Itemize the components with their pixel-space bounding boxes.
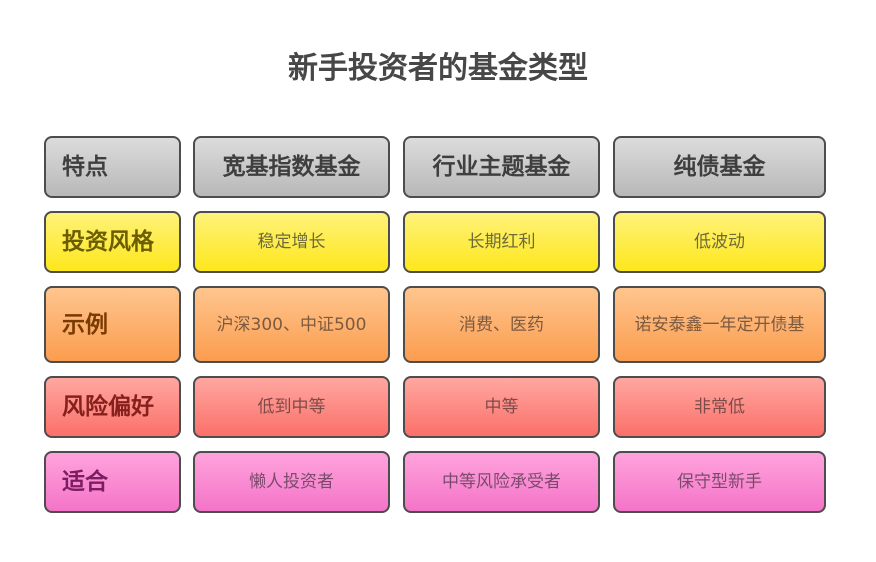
cell-risk-preference-sector-theme: 中等: [403, 376, 600, 438]
cell-investment-style-pure-bond: 低波动: [613, 211, 826, 273]
row-label-investment-style: 投资风格: [44, 211, 181, 273]
cell-investment-style-sector-theme: 长期红利: [403, 211, 600, 273]
row-label-examples: 示例: [44, 286, 181, 363]
cell-suitable-for-sector-theme: 中等风险承受者: [403, 451, 600, 513]
header-label-cell: 特点: [44, 136, 181, 198]
cell-investment-style-broad-index: 稳定增长: [193, 211, 390, 273]
row-label-risk-preference: 风险偏好: [44, 376, 181, 438]
cell-examples-broad-index: 沪深300、中证500: [193, 286, 390, 363]
column-header-broad-index: 宽基指数基金: [193, 136, 390, 198]
row-label-suitable-for: 适合: [44, 451, 181, 513]
cell-suitable-for-broad-index: 懒人投资者: [193, 451, 390, 513]
cell-risk-preference-broad-index: 低到中等: [193, 376, 390, 438]
diagram-title: 新手投资者的基金类型: [288, 51, 588, 86]
cell-examples-sector-theme: 消费、医药: [403, 286, 600, 363]
cell-suitable-for-pure-bond: 保守型新手: [613, 451, 826, 513]
cell-examples-pure-bond: 诺安泰鑫一年定开债基: [613, 286, 826, 363]
column-header-pure-bond: 纯债基金: [613, 136, 826, 198]
cell-risk-preference-pure-bond: 非常低: [613, 376, 826, 438]
column-header-sector-theme: 行业主题基金: [403, 136, 600, 198]
